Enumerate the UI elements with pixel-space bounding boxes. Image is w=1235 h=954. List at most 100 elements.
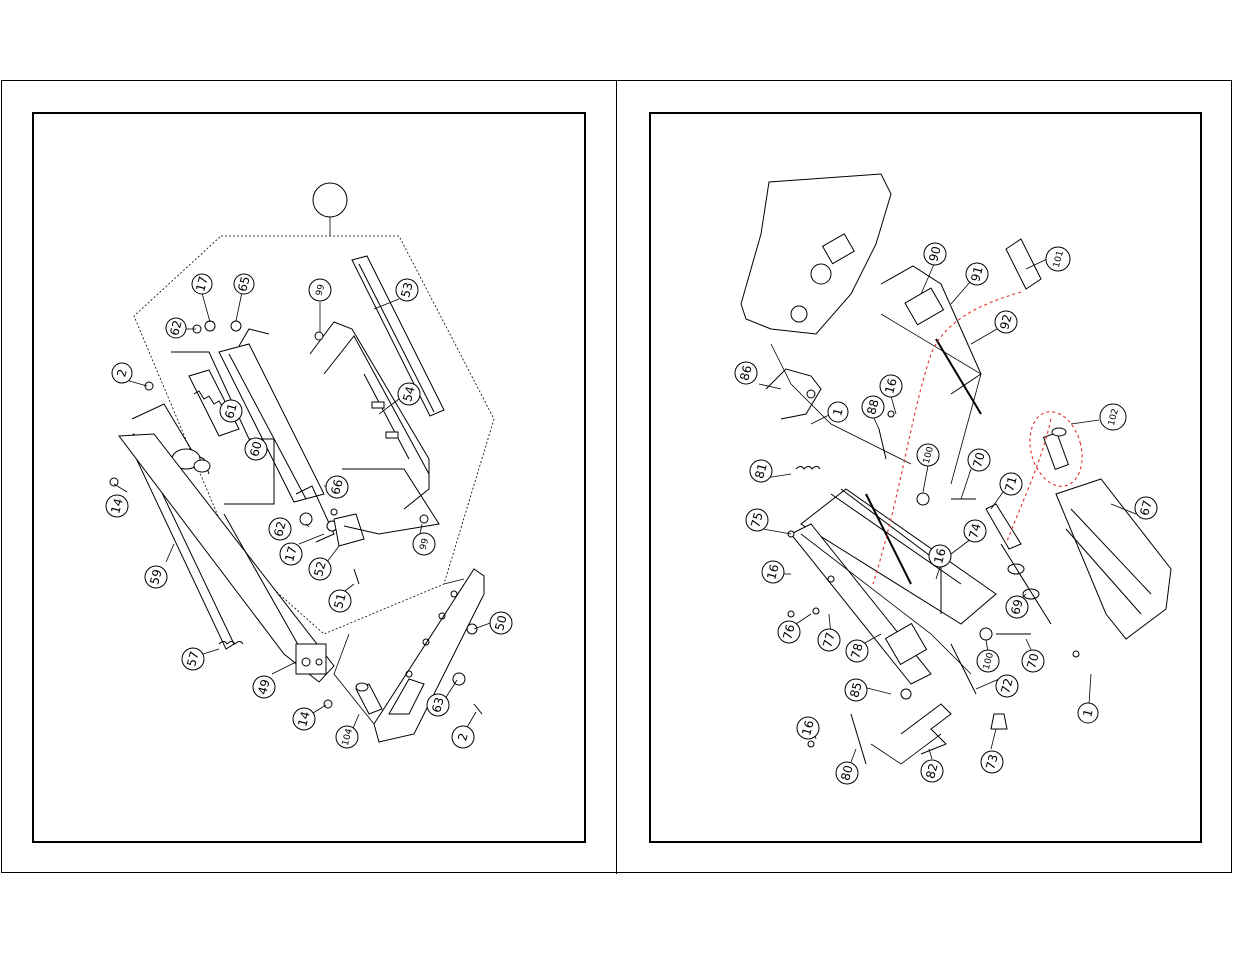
callout-71: 71 bbox=[999, 472, 1023, 496]
callout-92: 92 bbox=[994, 310, 1018, 334]
callout-label: 77 bbox=[820, 631, 837, 649]
callout-86: 86 bbox=[734, 361, 758, 385]
callout-label: 63 bbox=[429, 696, 446, 714]
callout-label: 17 bbox=[193, 275, 210, 293]
callout-label: 52 bbox=[311, 560, 328, 578]
callout-label: 91 bbox=[968, 265, 985, 283]
callout-104: 104 bbox=[335, 725, 359, 749]
callout-101: 101 bbox=[1045, 246, 1071, 272]
callout-label: 16 bbox=[799, 719, 816, 737]
callout-label: 81 bbox=[752, 462, 769, 480]
callout-77: 77 bbox=[817, 628, 841, 652]
callout-label: 16 bbox=[764, 563, 781, 581]
callout-63: 63 bbox=[426, 693, 450, 717]
callout-label: 14 bbox=[108, 497, 125, 515]
callout-label: 1 bbox=[1080, 707, 1096, 718]
callout-label: 14 bbox=[295, 710, 312, 728]
callout-label: 70 bbox=[1024, 652, 1041, 670]
callout-75: 75 bbox=[745, 508, 769, 532]
callout-label: 59 bbox=[147, 568, 164, 586]
callout-16b: 16 bbox=[928, 544, 952, 568]
right-diagram-linework bbox=[740, 173, 1172, 765]
callout-73: 73 bbox=[980, 750, 1004, 774]
callout-label: 88 bbox=[864, 398, 881, 416]
callout-16d: 16 bbox=[796, 716, 820, 740]
right-exploded-diagram-panel: 90 101 91 92 86 16 1 88 102 100 70 81 71… bbox=[649, 112, 1202, 843]
callout-label: 71 bbox=[1002, 475, 1019, 493]
callout-label: 104 bbox=[341, 727, 355, 746]
callout-label: 67 bbox=[1137, 499, 1154, 517]
callout-label: 50 bbox=[492, 614, 509, 632]
callout-label: 102 bbox=[1107, 408, 1121, 427]
callout-label: 51 bbox=[331, 592, 348, 610]
callout-59: 59 bbox=[144, 565, 168, 589]
callout-2b: 2 bbox=[451, 725, 475, 749]
callout-16c: 16 bbox=[761, 560, 785, 584]
callout-label: 49 bbox=[255, 678, 272, 696]
callout-label: 99 bbox=[315, 283, 328, 297]
callout-label: 100 bbox=[982, 651, 996, 670]
callout-1a: 1 bbox=[827, 401, 849, 423]
callout-57: 57 bbox=[181, 647, 205, 671]
callout-99b: 99 bbox=[412, 532, 436, 556]
callout-label: 16 bbox=[882, 377, 899, 395]
callout-label: 62 bbox=[167, 319, 184, 337]
callout-90: 90 bbox=[923, 242, 947, 266]
callout-67: 67 bbox=[1134, 496, 1158, 520]
callout-label: 74 bbox=[966, 522, 983, 540]
callout-49: 49 bbox=[252, 675, 276, 699]
callout-label: 17 bbox=[282, 545, 299, 563]
callout-91: 91 bbox=[965, 262, 989, 286]
callout-81: 81 bbox=[749, 459, 773, 483]
red-highlight-lines bbox=[872, 291, 1083, 585]
callout-72: 72 bbox=[995, 674, 1019, 698]
callout-62b: 62 bbox=[268, 517, 292, 541]
callout-74: 74 bbox=[963, 519, 987, 543]
left-exploded-diagram-panel: 2 17 65 62 99 53 61 54 60 14 66 62 99 17… bbox=[32, 112, 586, 843]
callout-60: 60 bbox=[244, 437, 268, 461]
callout-label: 101 bbox=[1052, 250, 1066, 269]
callout-99a: 99 bbox=[308, 278, 332, 302]
callout-53: 53 bbox=[395, 278, 419, 302]
callout-label: 78 bbox=[848, 642, 865, 660]
callout-label: 65 bbox=[235, 275, 252, 293]
callout-17a: 17 bbox=[191, 273, 213, 295]
callout-label: 99 bbox=[419, 537, 432, 551]
right-diagram-svg: 90 101 91 92 86 16 1 88 102 100 70 81 71… bbox=[734, 173, 1172, 785]
callout-16a: 16 bbox=[879, 374, 903, 398]
callout-62a: 62 bbox=[165, 317, 187, 339]
callout-label: 85 bbox=[847, 681, 864, 699]
callout-78: 78 bbox=[845, 639, 869, 663]
callout-50: 50 bbox=[489, 611, 513, 635]
callout-61: 61 bbox=[219, 399, 243, 423]
callout-66: 66 bbox=[325, 475, 349, 499]
left-diagram-svg: 2 17 65 62 99 53 61 54 60 14 66 62 99 17… bbox=[105, 182, 513, 749]
left-diagram-linework bbox=[109, 235, 495, 743]
left-callouts: 2 17 65 62 99 53 61 54 60 14 66 62 99 17… bbox=[105, 182, 513, 749]
callout-70b: 70 bbox=[1021, 649, 1045, 673]
callout-label: 60 bbox=[247, 440, 264, 458]
callout-label: 2 bbox=[114, 367, 130, 378]
callout-100a: 100 bbox=[916, 443, 940, 467]
callout-label: 76 bbox=[780, 623, 797, 641]
callout-label: 72 bbox=[998, 677, 1015, 695]
callout-label: 2 bbox=[455, 731, 471, 742]
callout-label: 61 bbox=[222, 402, 239, 420]
callout-label: 66 bbox=[328, 478, 345, 496]
callout-2a: 2 bbox=[111, 362, 133, 384]
callout-65: 65 bbox=[233, 273, 255, 295]
right-callouts: 90 101 91 92 86 16 1 88 102 100 70 81 71… bbox=[734, 242, 1158, 785]
callout-88: 88 bbox=[861, 395, 885, 419]
callout-102: 102 bbox=[1099, 403, 1127, 431]
callout-label: 82 bbox=[923, 762, 940, 780]
callout-label: 75 bbox=[748, 511, 765, 529]
callout-label: 54 bbox=[400, 385, 417, 403]
callout-54: 54 bbox=[397, 382, 421, 406]
callout-label: 80 bbox=[838, 764, 855, 782]
callout-label: 92 bbox=[997, 313, 1014, 331]
callout-label: 70 bbox=[970, 451, 987, 469]
callout-blank bbox=[312, 182, 348, 218]
callout-51: 51 bbox=[328, 589, 352, 613]
callout-label: 62 bbox=[271, 520, 288, 538]
callout-85: 85 bbox=[844, 678, 868, 702]
